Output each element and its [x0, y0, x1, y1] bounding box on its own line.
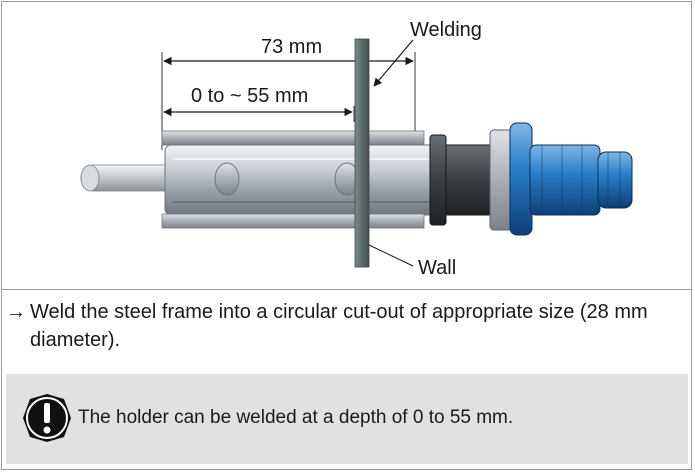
- instruction-text: Weld the steel frame into a circular cut…: [30, 301, 648, 351]
- steel-frame-top: [161, 130, 425, 146]
- welding-leader-line: [373, 39, 414, 87]
- dimension-total-label: 73 mm: [261, 36, 322, 58]
- holder-installation-diagram: 73 mm 0 to ~ 55 mm Welding: [80, 19, 633, 279]
- wall-leader-line: [368, 244, 414, 267]
- section-divider: [1, 289, 692, 290]
- holder-body: [164, 144, 438, 216]
- welding-label: Welding: [410, 19, 482, 41]
- steel-frame-bottom: [161, 213, 425, 229]
- dimension-depth-label: 0 to ~ 55 mm: [191, 85, 308, 107]
- note-text: The holder can be welded at a depth of 0…: [78, 407, 514, 428]
- holder-tip-cap: [80, 164, 100, 192]
- holder-window-left: [214, 162, 240, 196]
- blue-cap: [529, 144, 601, 216]
- step-arrow-icon: →: [6, 301, 26, 323]
- note-box: The holder can be welded at a depth of 0…: [6, 374, 688, 464]
- instruction-step: → Weld the steel frame into a circular c…: [6, 298, 691, 354]
- blue-knob: [597, 151, 633, 209]
- exclamation-icon: [23, 394, 71, 442]
- wall-label: Wall: [418, 257, 456, 279]
- wall: [354, 38, 370, 268]
- blue-flange: [509, 122, 533, 236]
